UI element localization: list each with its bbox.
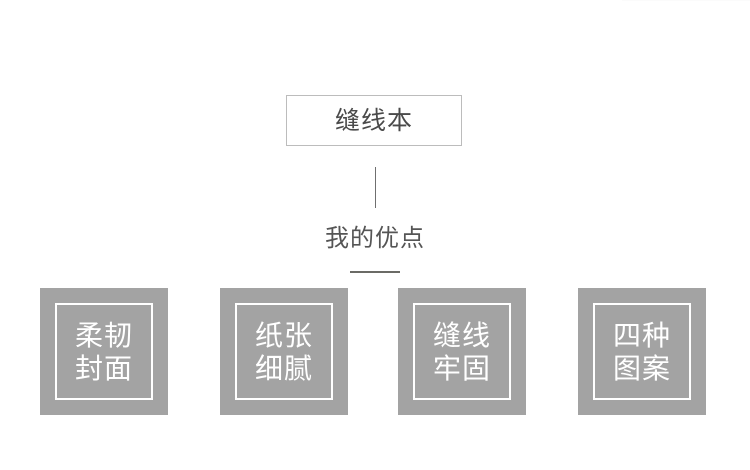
connector-vertical-line bbox=[375, 167, 376, 208]
feature-card-2-frame: 纸张 细腻 bbox=[235, 303, 333, 400]
feature-card-3-frame: 缝线 牢固 bbox=[413, 303, 511, 400]
section-subtitle: 我的优点 bbox=[0, 226, 750, 250]
top-hairline-rule bbox=[622, 0, 750, 1]
product-title-box: 缝线本 bbox=[286, 95, 462, 146]
feature-card-2-line1: 纸张 bbox=[254, 318, 313, 352]
feature-card-3-line2: 牢固 bbox=[432, 351, 491, 385]
feature-card-1: 柔韧 封面 bbox=[40, 288, 168, 415]
feature-card-1-line1: 柔韧 bbox=[74, 318, 133, 352]
feature-card-3: 缝线 牢固 bbox=[398, 288, 526, 415]
feature-card-4-frame: 四种 图案 bbox=[593, 303, 691, 400]
feature-card-1-line2: 封面 bbox=[74, 351, 133, 385]
feature-card-2-line2: 细腻 bbox=[254, 351, 313, 385]
feature-card-row: 柔韧 封面 纸张 细腻 缝线 牢固 四种 图案 bbox=[40, 288, 706, 415]
feature-card-3-line1: 缝线 bbox=[432, 318, 491, 352]
section-subtitle-label: 我的优点 bbox=[325, 224, 425, 252]
feature-card-4-line2: 图案 bbox=[612, 351, 671, 385]
feature-card-1-frame: 柔韧 封面 bbox=[55, 303, 153, 400]
product-title-label: 缝线本 bbox=[334, 106, 413, 135]
subtitle-divider-rule bbox=[350, 271, 400, 273]
feature-card-4: 四种 图案 bbox=[578, 288, 706, 415]
feature-card-4-line1: 四种 bbox=[612, 318, 671, 352]
feature-card-2: 纸张 细腻 bbox=[220, 288, 348, 415]
